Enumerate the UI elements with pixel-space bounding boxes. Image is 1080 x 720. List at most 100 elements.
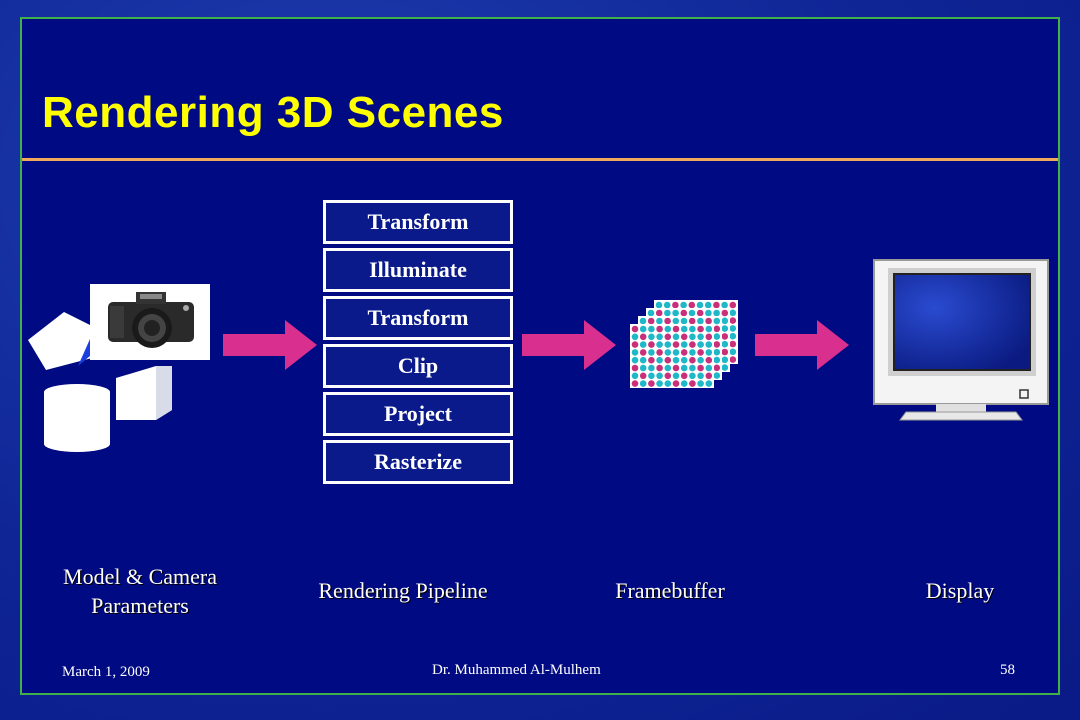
framebuffer-pixel: [680, 325, 688, 333]
framebuffer-pixel: [713, 372, 721, 379]
framebuffer-pixel: [705, 317, 712, 325]
framebuffer-pixel: [705, 333, 713, 341]
framebuffer-pixel: [664, 317, 671, 325]
framebuffer-pixel: [697, 356, 704, 364]
framebuffer-pixel: [639, 317, 647, 325]
framebuffer-pixel: [631, 333, 639, 341]
framebuffer-pixel: [664, 372, 672, 380]
framebuffer-pixel: [689, 380, 696, 387]
framebuffer-pixel: [697, 349, 704, 356]
framebuffer-pixel: [656, 325, 663, 333]
framebuffer-pixel: [680, 349, 688, 356]
framebuffer-pixel: [697, 325, 704, 333]
framebuffer-pixel: [713, 325, 721, 333]
framebuffer-pixel: [689, 349, 696, 356]
framebuffer-pixel: [688, 317, 696, 325]
framebuffer-pixel: [713, 341, 721, 348]
framebuffer-pixel: [648, 349, 655, 356]
pipeline-stage-clip: Clip: [323, 344, 513, 388]
pipeline-stage-illuminate: Illuminate: [323, 248, 513, 292]
framebuffer-pixel: [689, 333, 696, 341]
framebuffer-pixel: [648, 333, 655, 341]
framebuffer-icon: [630, 300, 738, 388]
framebuffer-pixel: [688, 309, 696, 317]
model-shapes-icon: [28, 312, 172, 452]
framebuffer-pixel: [680, 372, 688, 380]
framebuffer-pixel: [713, 301, 720, 309]
framebuffer-pixel: [631, 356, 639, 364]
framebuffer-pixel: [680, 380, 688, 387]
framebuffer-pixel: [680, 333, 688, 341]
framebuffer-pixel: [705, 372, 713, 380]
framebuffer-pixel: [689, 325, 696, 333]
framebuffer-pixel: [672, 380, 680, 387]
framebuffer-pixel: [729, 309, 737, 317]
framebuffer-pixel: [713, 356, 721, 364]
framebuffer-pixel: [664, 349, 672, 356]
framebuffer-pixel: [664, 325, 672, 333]
framebuffer-pixel: [672, 317, 680, 325]
framebuffer-pixel: [648, 372, 655, 380]
framebuffer-pixel: [689, 364, 696, 372]
framebuffer-pixel: [648, 380, 655, 387]
framebuffer-pixel: [697, 364, 704, 372]
framebuffer-pixel: [664, 380, 672, 387]
label-model-line1: Model & Camera: [63, 564, 217, 589]
label-framebuffer: Framebuffer: [615, 578, 725, 603]
framebuffer-pixel: [697, 341, 704, 348]
slide-title: Rendering 3D Scenes: [42, 88, 504, 137]
framebuffer-pixel: [729, 301, 737, 309]
framebuffer-pixel: [648, 325, 655, 333]
framebuffer-pixel: [680, 364, 688, 372]
framebuffer-pixel: [663, 301, 671, 309]
label-display: Display: [925, 578, 995, 603]
framebuffer-pixel: [688, 301, 696, 309]
framebuffer-pixel: [647, 309, 655, 317]
framebuffer-pixel: [647, 317, 655, 325]
framebuffer-pixel: [631, 372, 639, 380]
framebuffer-pixel: [664, 333, 672, 341]
framebuffer-pixel: [664, 309, 671, 317]
framebuffer-pixel: [664, 356, 672, 364]
framebuffer-pixel: [672, 356, 680, 364]
framebuffer-pixel: [713, 364, 721, 372]
framebuffer-pixel: [705, 356, 713, 364]
framebuffer-pixel: [721, 356, 729, 364]
framebuffer-pixel: [680, 356, 688, 364]
framebuffer-pixel: [656, 341, 663, 348]
framebuffer-pixel: [656, 356, 663, 364]
framebuffer-pixel: [664, 341, 672, 348]
framebuffer-pixel: [680, 301, 687, 309]
label-model-camera: Model & Camera Parameters: [40, 562, 240, 620]
camera-icon: [90, 284, 210, 360]
framebuffer-pixel: [672, 333, 680, 341]
framebuffer-pixel: [729, 356, 737, 363]
framebuffer-pixel: [656, 349, 663, 356]
framebuffer-pixel: [704, 301, 712, 309]
framebuffer-pixel: [639, 333, 647, 341]
framebuffer-pixel: [664, 364, 672, 372]
framebuffer-pixel: [713, 309, 720, 317]
label-model-line2: Parameters: [91, 593, 189, 618]
framebuffer-pixel: [648, 356, 655, 364]
framebuffer-pixel: [639, 325, 647, 333]
framebuffer-pixel: [721, 364, 729, 371]
framebuffer-pixel: [729, 332, 737, 340]
framebuffer-pixel: [639, 356, 647, 364]
pipeline-stage-transform-2: Transform: [323, 296, 513, 340]
framebuffer-pixel: [689, 341, 696, 348]
framebuffer-pixel: [656, 317, 663, 325]
framebuffer-pixel: [721, 317, 729, 325]
framebuffer-pixel: [729, 317, 737, 324]
framebuffer-pixel: [631, 349, 639, 356]
framebuffer-pixel: [639, 380, 647, 387]
framebuffer-pixel: [697, 380, 704, 387]
framebuffer-pixel: [721, 301, 728, 309]
framebuffer-pixel: [705, 325, 713, 333]
framebuffer-pixel: [672, 325, 680, 333]
framebuffer-pixel: [697, 372, 704, 380]
title-rule: [22, 158, 1058, 161]
framebuffer-pixel: [655, 309, 663, 317]
framebuffer-pixel: [689, 356, 696, 364]
